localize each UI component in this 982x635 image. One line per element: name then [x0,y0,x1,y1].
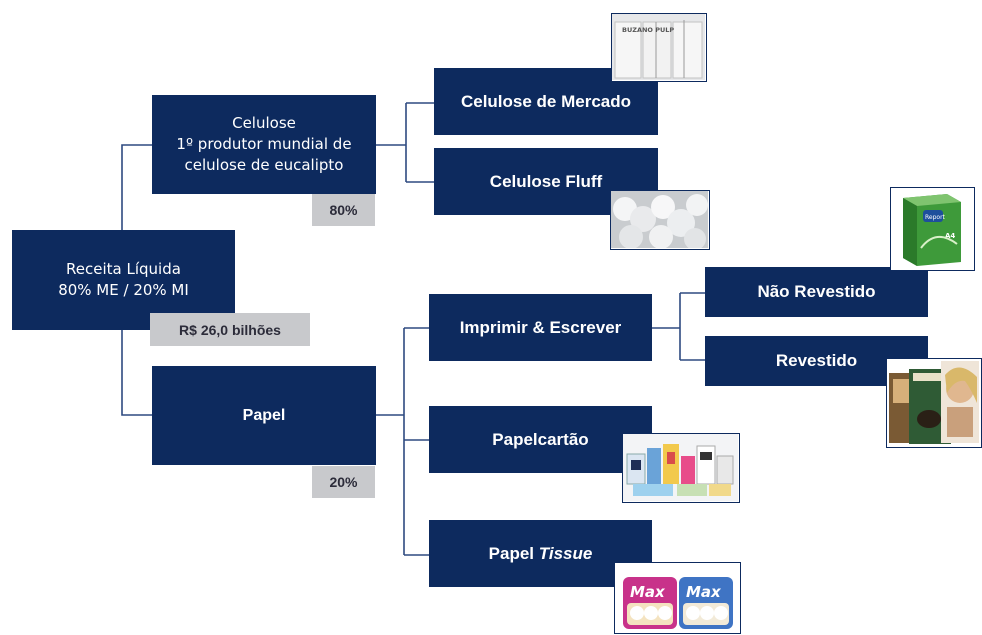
tissue-packs-photo: Max Max [614,562,741,634]
paper-ream-photo: Report A4 [890,187,975,271]
papelcartao-box: Papelcartão [429,406,652,473]
connector-imprimir-children [652,292,705,361]
celulose-line3: celulose de eucalipto [184,156,344,174]
tissue-pack-brand-1: Max [630,583,666,601]
celulose-line1: Celulose [232,114,296,132]
celulose-line2: 1º produtor mundial de [176,135,352,153]
root-line2: 80% ME / 20% MI [58,281,189,299]
fluff-photo [610,190,710,250]
ream-a4-text: A4 [945,232,955,240]
papel-box: Papel [152,366,376,465]
connector-celulose-children [376,102,434,183]
pulp-bales-photo: BUZANO PULP [611,13,707,82]
root-line1: Receita Líquida [66,260,181,278]
papel-tissue-prefix: Papel [488,543,539,563]
revenue-tag: R$ 26,0 bilhões [150,313,310,346]
pulp-bale-print: BUZANO PULP [622,26,674,34]
papel-share-tag: 20% [312,466,375,498]
papel-tissue-box: Papel Tissue [429,520,652,587]
connector-root-papel [121,330,152,416]
celulose-share-tag: 80% [312,194,375,226]
ream-brand-text: Report [925,214,946,221]
celulose-box: Celulose 1º produtor mundial de celulose… [152,95,376,194]
imprimir-escrever-box: Imprimir & Escrever [429,294,652,361]
tissue-pack-brand-2: Max [686,583,722,601]
paperboard-packaging-photo [622,433,740,503]
connector-papel-children [376,327,429,556]
connector-root-celulose [121,144,152,230]
coated-magazines-photo [886,358,982,448]
nao-revestido-box: Não Revestido [705,267,928,317]
papel-tissue-italic: Tissue [538,543,593,563]
